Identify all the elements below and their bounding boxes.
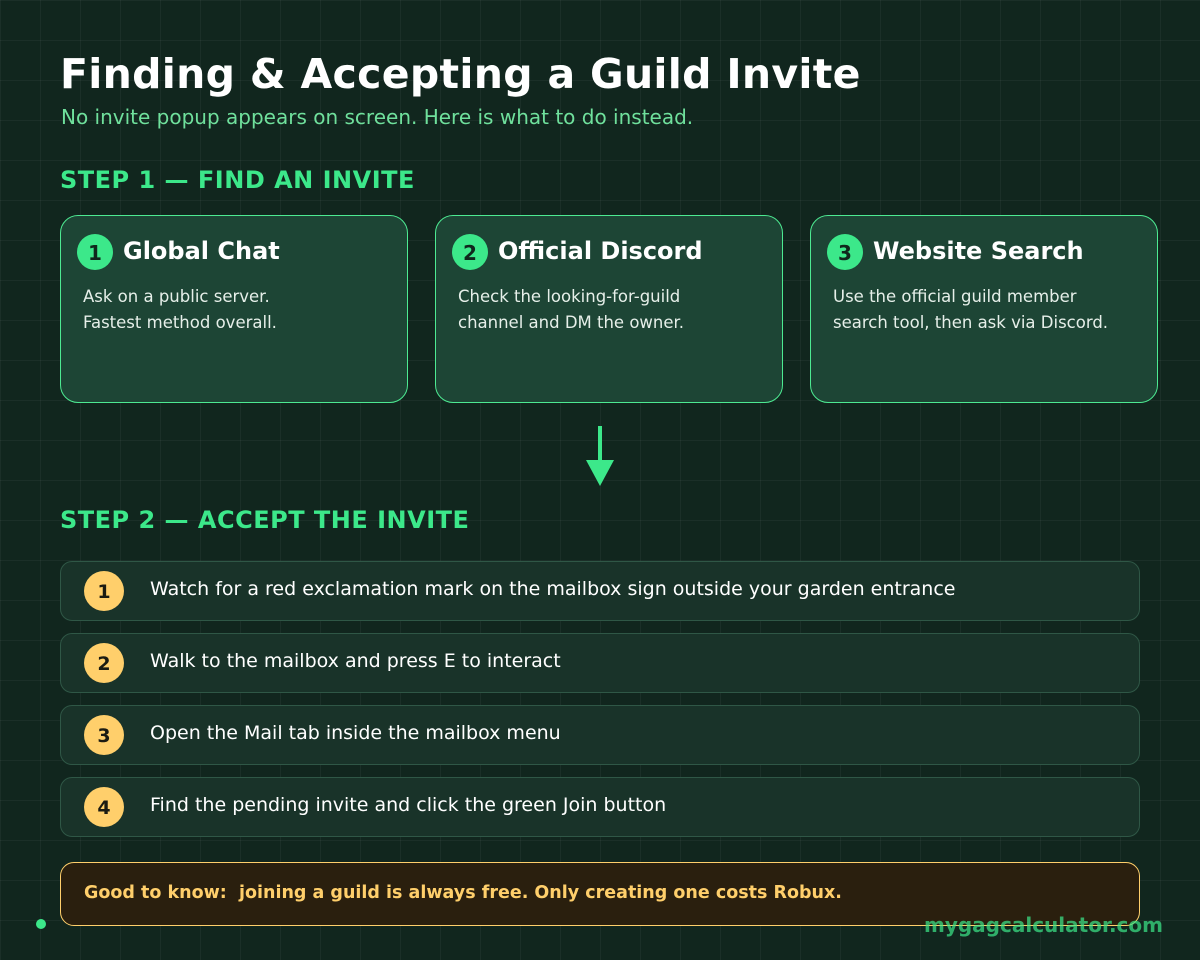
card-global-chat: 1 Global Chat Ask on a public server. Fa… (60, 215, 408, 403)
card-description-line: search tool, then ask via Discord. (833, 313, 1109, 332)
card-number-badge: 1 (77, 234, 113, 270)
step-text: Walk to the mailbox and press E to inter… (150, 650, 561, 672)
step-text: Find the pending invite and click the gr… (150, 794, 667, 816)
card-number-badge: 3 (827, 234, 863, 270)
step-number-badge: 1 (84, 571, 124, 611)
card-description: Ask on a public server. Fastest method o… (83, 284, 401, 336)
step-number-badge: 3 (84, 715, 124, 755)
card-description: Use the official guild member search too… (833, 284, 1151, 336)
good-to-know-note: Good to know: joining a guild is always … (60, 862, 1140, 926)
card-description-line: channel and DM the owner. (458, 313, 685, 332)
arrow-down-icon (586, 426, 614, 486)
card-description-line: Check the looking-for-guild (458, 287, 681, 306)
site-watermark: mygagcalculator.com (923, 913, 1163, 937)
page-subtitle: No invite popup appears on screen. Here … (61, 105, 694, 129)
accept-step-row: 2 Walk to the mailbox and press E to int… (60, 633, 1140, 693)
step-text: Watch for a red exclamation mark on the … (150, 578, 956, 600)
step-number-badge: 2 (84, 643, 124, 683)
accept-step-row: 4 Find the pending invite and click the … (60, 777, 1140, 837)
card-number-badge: 2 (452, 234, 488, 270)
step2-heading: STEP 2 — ACCEPT THE INVITE (60, 506, 470, 534)
page-title: Finding & Accepting a Guild Invite (60, 50, 861, 98)
card-official-discord: 2 Official Discord Check the looking-for… (435, 215, 783, 403)
dot-icon (36, 919, 46, 929)
step-text: Open the Mail tab inside the mailbox men… (150, 722, 561, 744)
card-description-line: Fastest method overall. (83, 313, 277, 332)
accept-step-row: 3 Open the Mail tab inside the mailbox m… (60, 705, 1140, 765)
step-number-badge: 4 (84, 787, 124, 827)
card-description-line: Ask on a public server. (83, 287, 270, 306)
card-description-line: Use the official guild member (833, 287, 1077, 306)
card-website-search: 3 Website Search Use the official guild … (810, 215, 1158, 403)
card-title: Official Discord (498, 237, 703, 265)
card-title: Global Chat (123, 237, 280, 265)
step1-heading: STEP 1 — FIND AN INVITE (60, 166, 415, 194)
card-description: Check the looking-for-guild channel and … (458, 284, 776, 336)
note-text: Good to know: joining a guild is always … (84, 883, 842, 903)
card-title: Website Search (873, 237, 1084, 265)
accept-step-row: 1 Watch for a red exclamation mark on th… (60, 561, 1140, 621)
